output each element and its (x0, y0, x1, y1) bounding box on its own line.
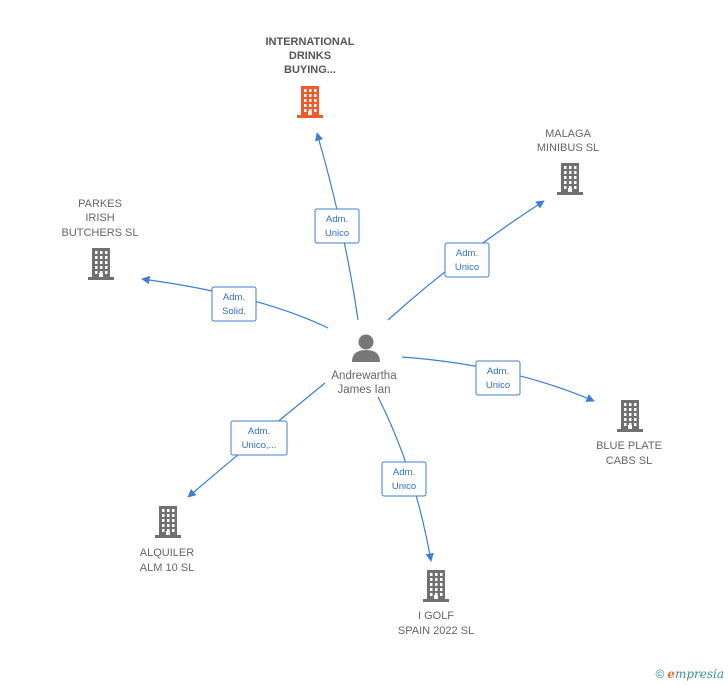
edge-label-intl[interactable]: Adm. Unico (314, 208, 360, 244)
company-node-malaga[interactable]: MALAGA MINIBUS SL (537, 128, 599, 195)
role-line: Adm. (326, 214, 348, 225)
company-label-line: DRINKS (289, 50, 331, 62)
company-node-igolf[interactable]: I GOLF SPAIN 2022 SL (398, 570, 474, 637)
company-node-blueplate[interactable]: BLUE PLATE CABS SL (596, 400, 662, 467)
person-icon (352, 334, 380, 362)
company-node-alquiler[interactable]: ALQUILER ALM 10 SL (140, 506, 194, 574)
footer-brand: ©empresia (655, 667, 724, 681)
company-label-line: ALQUILER (140, 547, 194, 559)
company-node-intl[interactable]: INTERNATIONAL DRINKS BUYING... (265, 36, 355, 118)
person-name-line: James Ian (337, 384, 390, 396)
company-label-line: ALM 10 SL (140, 562, 194, 574)
company-label-line: BUTCHERS SL (61, 227, 138, 239)
role-line: Adm. (248, 426, 270, 437)
company-label-line: PARKES (78, 198, 122, 210)
role-line: Unico (392, 481, 416, 492)
role-line: Adm. (393, 467, 415, 478)
role-line: Adm. (487, 366, 509, 377)
company-label-line: IRISH (85, 212, 114, 224)
company-label-line: SPAIN 2022 SL (398, 625, 474, 637)
company-label-line: MINIBUS SL (537, 142, 599, 154)
company-label-line: MALAGA (545, 128, 592, 140)
edge-label-alquiler[interactable]: Adm. Unico,... (230, 420, 288, 456)
building-icon (297, 86, 323, 118)
building-icon (617, 400, 643, 432)
role-line: Unico (455, 262, 479, 273)
brand-name: mpresia (674, 667, 724, 681)
company-label-line: BLUE PLATE (596, 440, 662, 452)
role-line: Adm. (456, 248, 478, 259)
person-name-line: Andrewartha (331, 370, 397, 382)
company-label-line: CABS SL (606, 455, 652, 467)
copyright-icon: © (655, 667, 665, 681)
company-label-line: BUYING... (284, 64, 336, 76)
building-icon (88, 248, 114, 280)
role-line: Unico,... (242, 440, 277, 451)
role-line: Adm. (223, 292, 245, 303)
role-line: Unico (486, 380, 510, 391)
building-icon (423, 570, 449, 602)
edge-label-malaga[interactable]: Adm. Unico (444, 242, 490, 278)
company-label-line: I GOLF (418, 610, 454, 622)
edge-label-blueplate[interactable]: Adm. Unico (475, 360, 521, 396)
company-label-line: INTERNATIONAL (265, 36, 354, 48)
brand-initial: e (667, 667, 675, 681)
person-node[interactable]: Andrewartha James Ian (331, 334, 397, 397)
building-icon (557, 163, 583, 195)
role-line: Unico (325, 228, 349, 239)
company-node-parkes[interactable]: PARKES IRISH BUTCHERS SL (61, 198, 139, 280)
edge-label-parkes[interactable]: Adm. Solid. (211, 286, 257, 322)
role-line: Solid. (222, 306, 246, 317)
building-icon (155, 506, 181, 538)
edge-label-igolf[interactable]: Adm. Unico (381, 461, 427, 497)
